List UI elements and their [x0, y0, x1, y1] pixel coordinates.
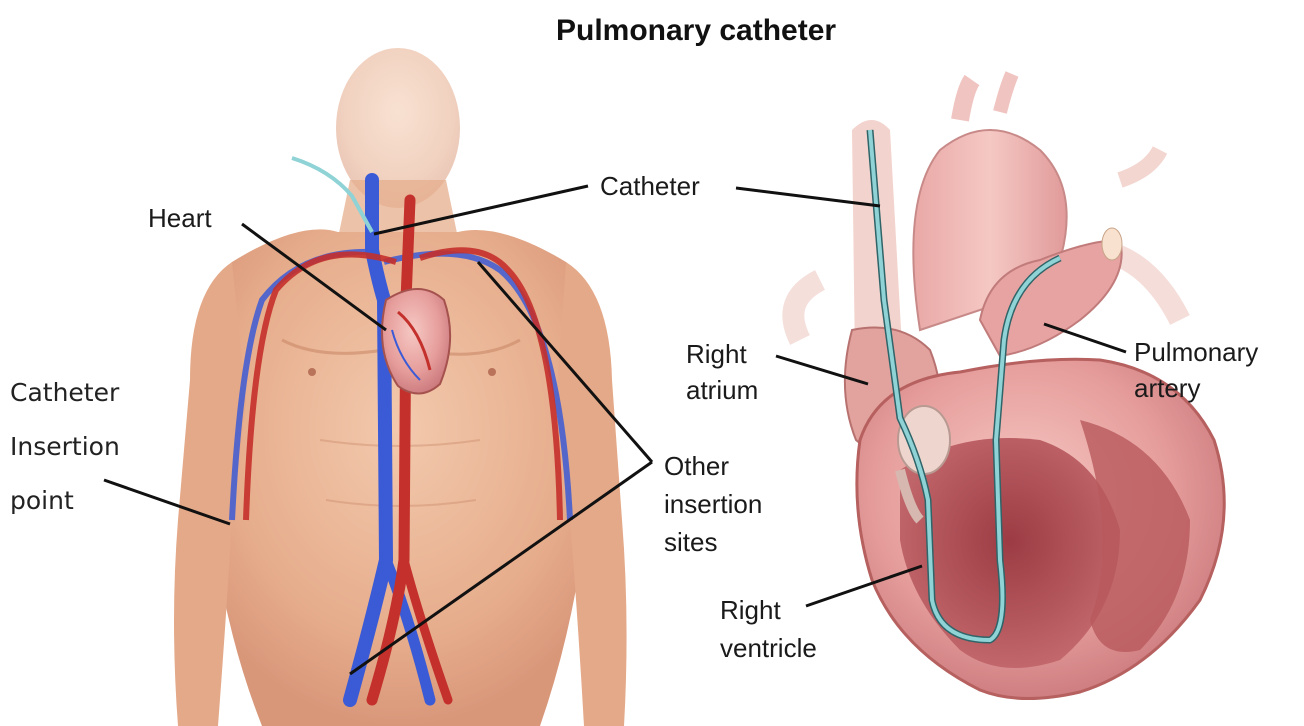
nipple-right [488, 368, 496, 376]
label-insertion-point-line1: Catheter [10, 366, 119, 420]
label-insertion-point-line2: Insertion [10, 420, 120, 474]
label-right-ventricle-line1: Right [720, 594, 781, 626]
label-pulmonary-artery-line2: artery [1134, 372, 1200, 404]
label-other-sites-line3: sites [664, 526, 717, 558]
diagram-title: Pulmonary catheter [556, 14, 836, 48]
label-right-ventricle-line2: ventricle [720, 632, 817, 664]
label-heart: Heart [148, 202, 212, 234]
label-other-sites-line2: insertion [664, 488, 762, 520]
nipple-left [308, 368, 316, 376]
label-insertion-point-line3: point [10, 474, 74, 528]
label-other-sites-line1: Other [664, 450, 729, 482]
human-body [174, 48, 627, 726]
leader-pulmonary-artery [1044, 324, 1126, 352]
label-pulmonary-artery-line1: Pulmonary [1134, 336, 1258, 368]
body-heart [382, 289, 450, 394]
label-right-atrium-line1: Right [686, 338, 747, 370]
label-catheter: Catheter [600, 170, 700, 202]
tricuspid-valve [898, 406, 950, 474]
label-right-atrium-line2: atrium [686, 374, 758, 406]
